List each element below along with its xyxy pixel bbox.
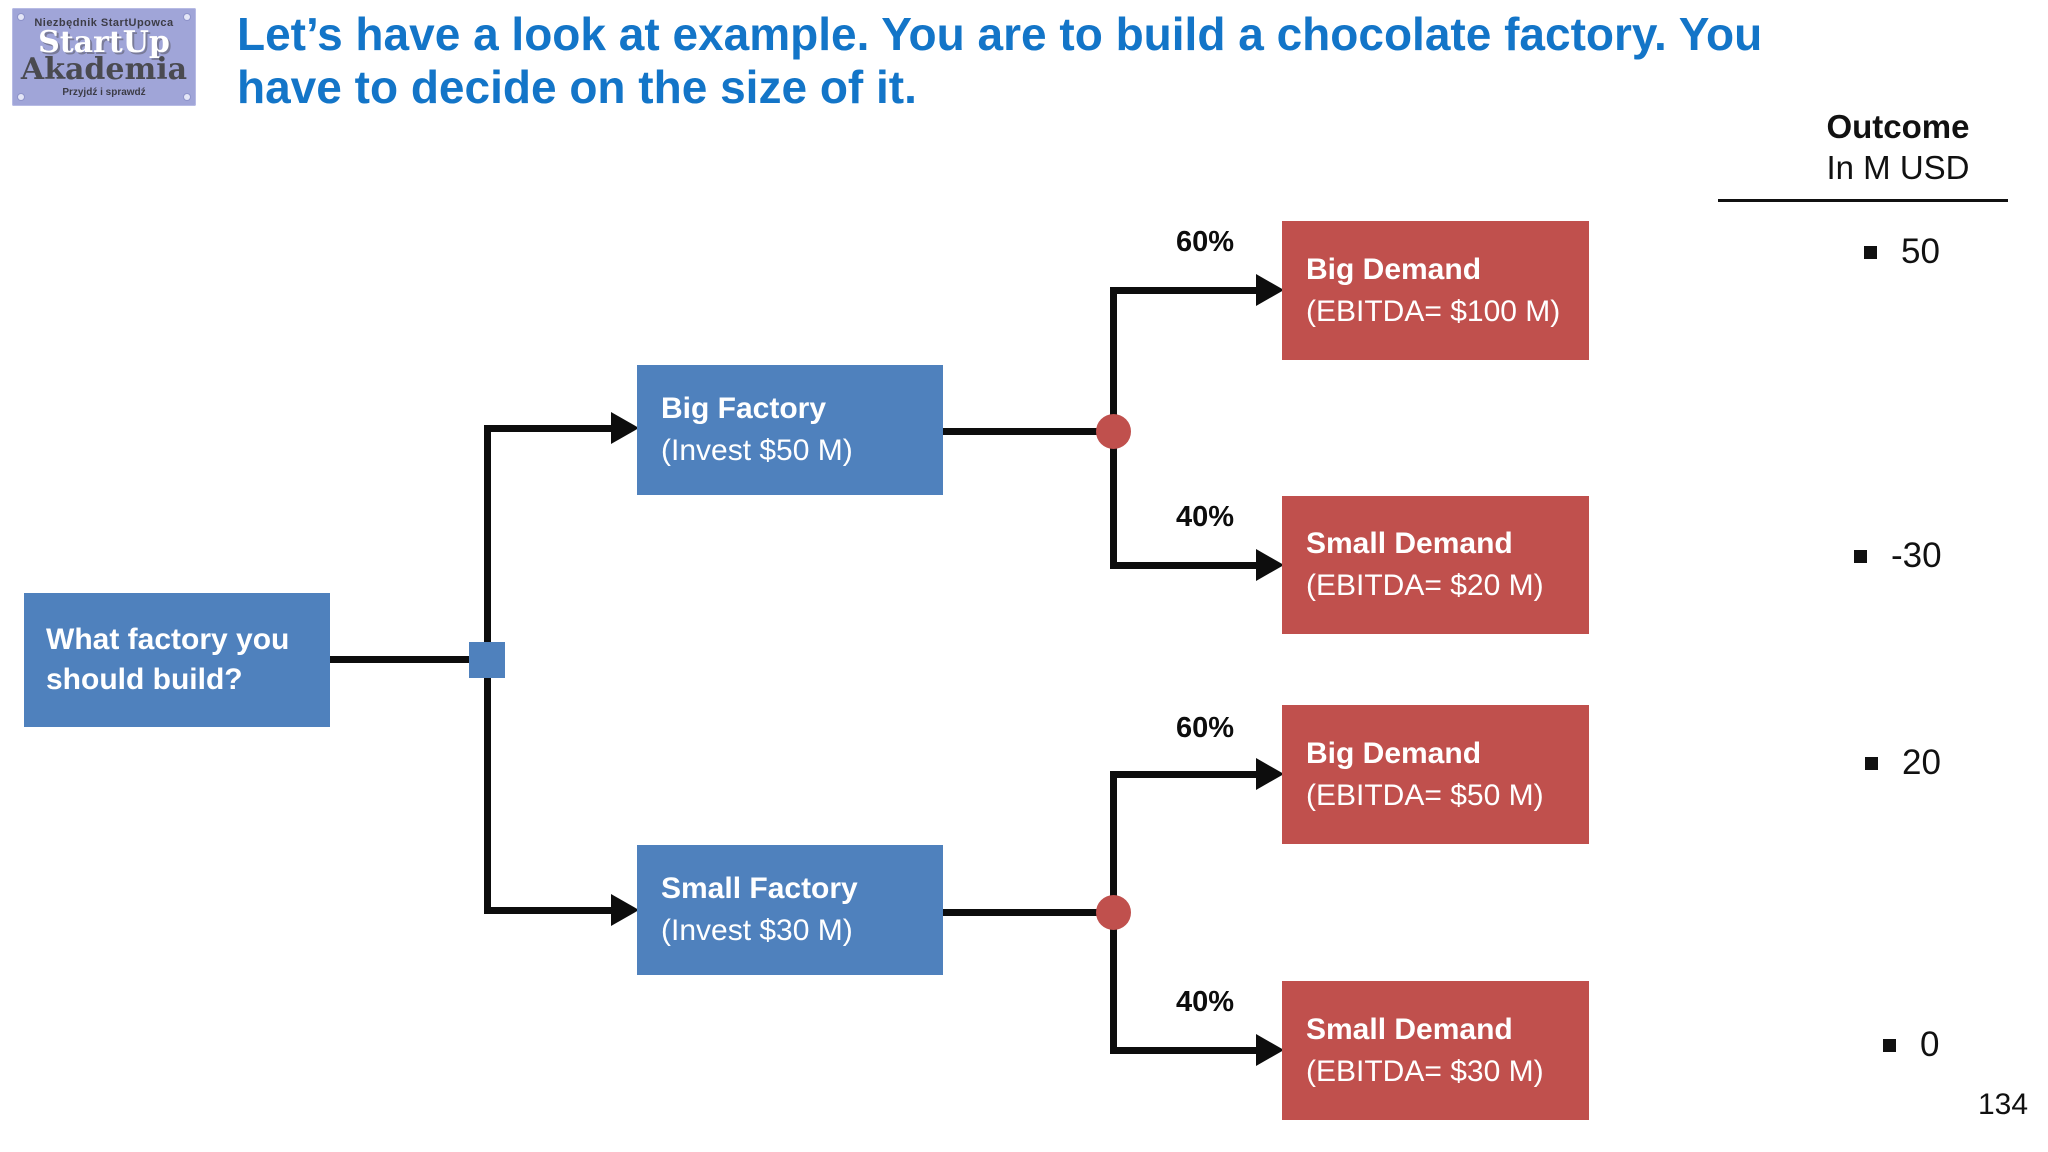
demand-box-big-demand-bottom: Big Demand (EBITDA= $50 M) bbox=[1282, 705, 1589, 844]
bullet-square-icon bbox=[1864, 245, 1877, 259]
screw-dot-icon bbox=[184, 14, 190, 20]
screw-dot-icon bbox=[18, 14, 24, 20]
outcome-value-row: 0 bbox=[1883, 1025, 1939, 1065]
bullet-square-icon bbox=[1865, 756, 1878, 770]
demand-subtitle: (EBITDA= $50 M) bbox=[1306, 778, 1544, 812]
logo-tagline-top: Niezbędnik StartUpowca bbox=[34, 16, 174, 29]
demand-title: Big Demand bbox=[1306, 736, 1482, 770]
demand-subtitle: (EBITDA= $30 M) bbox=[1306, 1054, 1544, 1088]
big-factory-subtitle: (Invest $50 M) bbox=[661, 434, 853, 467]
demand-title: Small Demand bbox=[1306, 1012, 1513, 1046]
connector-branch-60-bottom bbox=[1110, 771, 1256, 778]
demand-subtitle: (EBITDA= $20 M) bbox=[1306, 569, 1544, 602]
outcome-value-row: 20 bbox=[1865, 743, 1941, 783]
bullet-square-icon bbox=[1883, 1038, 1896, 1052]
root-question-box: What factory you should build? bbox=[24, 593, 330, 727]
logo-tagline-bottom: Przyjdź i sprawdź bbox=[62, 86, 146, 98]
screw-dot-icon bbox=[184, 94, 190, 100]
outcome-value: -30 bbox=[1891, 536, 1942, 575]
connector-branch-60-top bbox=[1110, 287, 1256, 294]
small-factory-subtitle: (Invest $30 M) bbox=[661, 914, 853, 947]
outcome-header-rule bbox=[1718, 199, 2008, 202]
outcome-value: 50 bbox=[1901, 232, 1940, 271]
big-factory-box: Big Factory (Invest $50 M) bbox=[637, 365, 943, 495]
outcome-value: 0 bbox=[1920, 1025, 1940, 1064]
demand-title: Big Demand bbox=[1306, 252, 1482, 286]
connector-root-to-decision bbox=[326, 656, 476, 663]
connector-small-factory-to-chance bbox=[941, 909, 1113, 916]
chance-node-circle-big-factory bbox=[1096, 414, 1131, 449]
probability-label: 40% bbox=[1175, 986, 1235, 1018]
slide-title-line1: Let’s have a look at example. You are to… bbox=[237, 8, 1763, 60]
arrowhead-icon bbox=[1256, 274, 1284, 306]
arrowhead-icon bbox=[1256, 549, 1284, 581]
demand-title: Small Demand bbox=[1306, 527, 1513, 560]
small-factory-box: Small Factory (Invest $30 M) bbox=[637, 845, 943, 975]
arrowhead-icon bbox=[611, 894, 639, 926]
connector-big-factory-to-chance bbox=[941, 428, 1113, 435]
probability-label: 60% bbox=[1175, 712, 1235, 744]
outcome-column-header: Outcome In M USD bbox=[1758, 106, 2038, 189]
demand-box-small-demand-top: Small Demand (EBITDA= $20 M) bbox=[1282, 496, 1589, 634]
screw-dot-icon bbox=[18, 94, 24, 100]
demand-box-small-demand-bottom: Small Demand (EBITDA= $30 M) bbox=[1282, 981, 1589, 1120]
bullet-square-icon bbox=[1854, 549, 1867, 563]
demand-box-big-demand-top: Big Demand (EBITDA= $100 M) bbox=[1282, 221, 1589, 360]
outcome-value: 20 bbox=[1902, 743, 1941, 782]
outcome-value-row: -30 bbox=[1854, 536, 1942, 576]
decision-node-square bbox=[469, 642, 505, 678]
slide-title-line2: have to decide on the size of it. bbox=[237, 61, 917, 114]
connector-branch-40-top bbox=[1110, 562, 1256, 569]
demand-subtitle: (EBITDA= $100 M) bbox=[1306, 294, 1561, 328]
connector-branch-40-bottom bbox=[1110, 1047, 1256, 1054]
outcome-header-line2: In M USD bbox=[1826, 149, 1970, 187]
chance-node-circle-small-factory bbox=[1096, 895, 1131, 930]
root-question-label: What factory you should build? bbox=[46, 622, 290, 697]
probability-label: 60% bbox=[1175, 226, 1235, 258]
arrowhead-icon bbox=[1256, 1034, 1284, 1066]
outcome-header-line1: Outcome bbox=[1826, 108, 1970, 145]
arrowhead-icon bbox=[1256, 758, 1284, 790]
connector-to-big-factory bbox=[484, 425, 612, 432]
probability-label: 40% bbox=[1175, 501, 1235, 533]
small-factory-title: Small Factory bbox=[661, 872, 858, 905]
connector-to-small-factory bbox=[484, 907, 612, 914]
startup-akademia-logo: Niezbędnik StartUpowca StartUp Akademia … bbox=[12, 8, 196, 106]
outcome-value-row: 50 bbox=[1864, 232, 1940, 272]
slide-title: Let’s have a look at example. You are to… bbox=[237, 8, 1957, 115]
big-factory-title: Big Factory bbox=[661, 392, 827, 425]
arrowhead-icon bbox=[611, 412, 639, 444]
logo-name-akademia: Akademia bbox=[20, 52, 188, 87]
page-number: 134 bbox=[1978, 1088, 2029, 1121]
logo-name-startup: StartUp bbox=[38, 24, 170, 60]
